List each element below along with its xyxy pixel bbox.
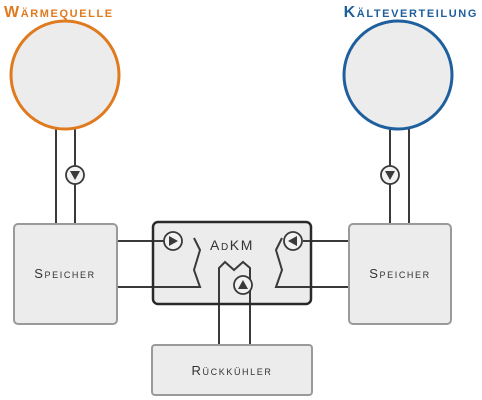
storage-left-label: Speicher: [34, 266, 95, 281]
pump-down-icon: [380, 165, 400, 185]
heat-source-title: Wärmequelle: [4, 4, 114, 21]
cold-distribution-circle: [342, 19, 454, 131]
pump-right-icon: [163, 231, 183, 251]
adkm-box: [151, 220, 313, 306]
pump-up-icon: [233, 275, 253, 295]
cold-distribution-title: Kälteverteilung: [344, 4, 478, 21]
pump-down-icon: [65, 165, 85, 185]
adkm-label: AdKM: [210, 237, 254, 253]
storage-left-box: [13, 223, 118, 325]
recooler-label: Rückkühler: [192, 363, 273, 378]
adkm-internal-pipes: [154, 237, 310, 303]
storage-right-label: Speicher: [369, 266, 430, 281]
pump-left-icon: [283, 231, 303, 251]
storage-right-box: [348, 223, 452, 325]
heat-source-circle: [9, 19, 121, 131]
recooler-box: [151, 344, 313, 396]
